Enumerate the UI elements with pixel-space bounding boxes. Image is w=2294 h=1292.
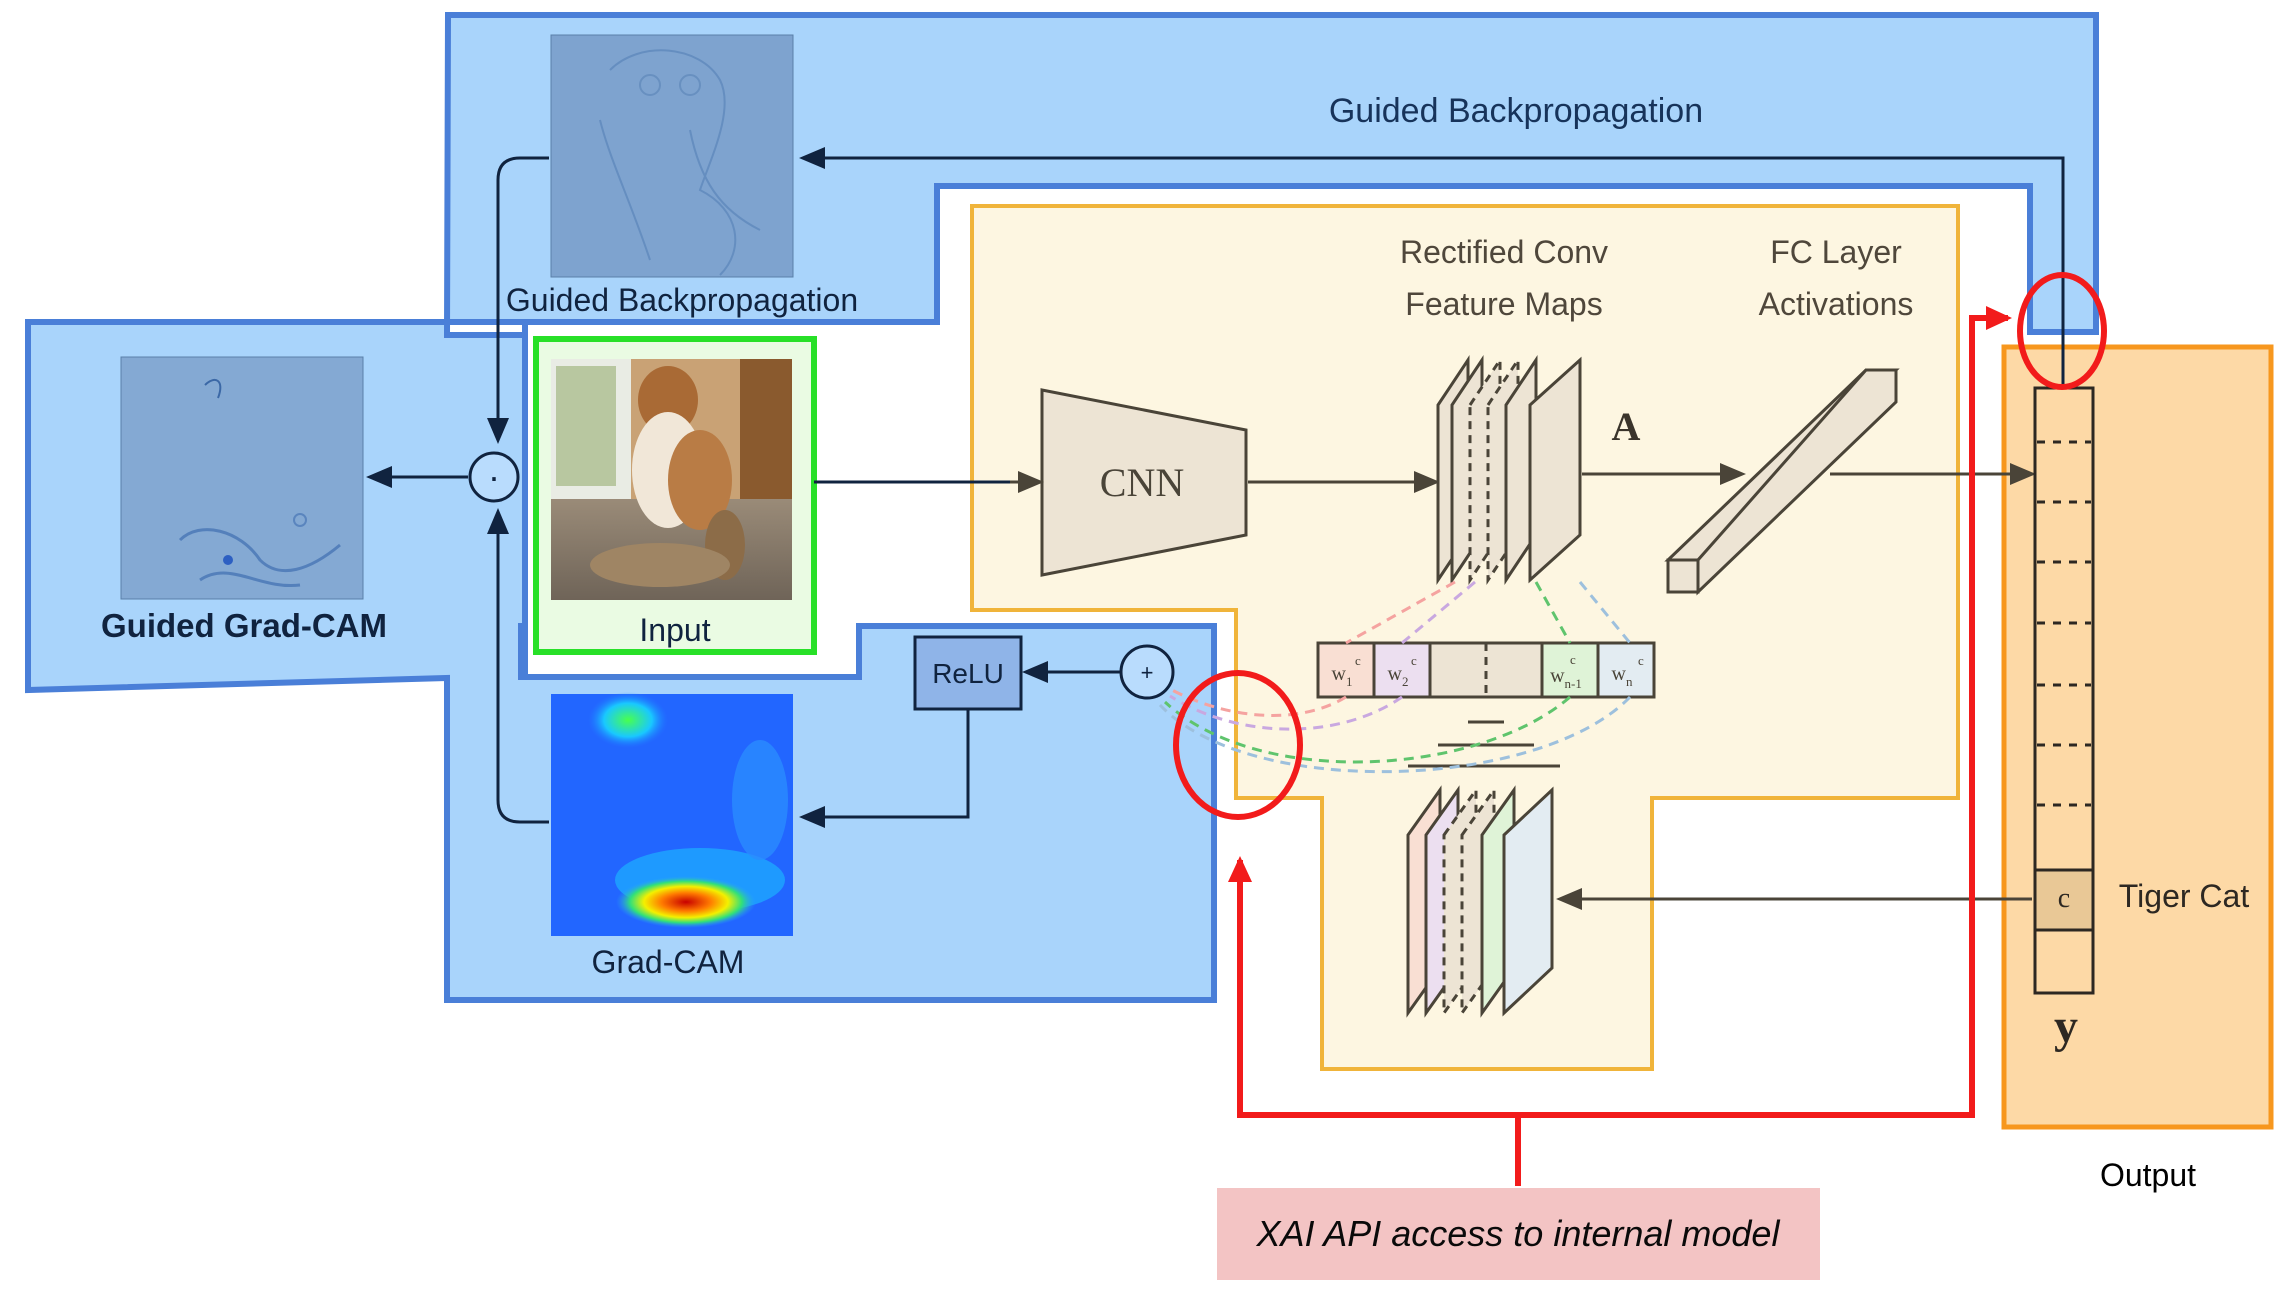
gradient-maps-stack	[1406, 785, 1554, 1018]
rect-conv-label-line2: Feature Maps	[1405, 286, 1602, 322]
weight-n-1: wn-1	[1550, 665, 1582, 691]
y-label: y	[2054, 1000, 2078, 1053]
relu-box	[913, 635, 1023, 711]
a-label: A	[1612, 404, 1641, 449]
weight-n-sup: c	[1638, 653, 1644, 668]
rect-conv-label-line1: Rectified Conv	[1400, 234, 1608, 270]
guided-backprop-image	[550, 34, 794, 278]
output-vector	[2033, 386, 2095, 995]
input-caption: Input	[639, 612, 710, 648]
fc-layer-label-line1: FC Layer	[1770, 234, 1902, 270]
weight-n: wn	[1612, 663, 1633, 689]
fc-layer-label-line2: Activations	[1759, 286, 1914, 322]
weight-2-sup: c	[1411, 653, 1417, 668]
xai-api-label: XAI API access to internal model	[1256, 1213, 1781, 1254]
relu-label: ReLU	[932, 658, 1004, 689]
output-caption: Output	[2100, 1157, 2196, 1193]
guided-backprop-title: Guided Backpropagation	[1329, 92, 1703, 130]
guided-backprop-caption: Guided Backpropagation	[506, 282, 858, 318]
guided-gradcam-image	[120, 356, 364, 600]
yellow-model-region	[970, 204, 1960, 1071]
weight-1-sup: c	[1355, 653, 1361, 668]
weight-1: w1	[1332, 663, 1353, 689]
gradcam-heatmap-image	[551, 692, 793, 936]
gradient-bars	[1408, 720, 1560, 768]
weight-2: w2	[1388, 663, 1409, 689]
xai-access-lines	[1228, 306, 2012, 1186]
input-photo	[551, 359, 792, 600]
dot-product-symbol: ·	[488, 456, 500, 497]
cnn-block	[1040, 388, 1248, 577]
feature-maps-stack	[1436, 355, 1582, 585]
red-circle-output	[2017, 272, 2107, 390]
tiger-cat-label: Tiger Cat	[2119, 878, 2250, 914]
dot-product-node	[468, 451, 520, 503]
xai-api-box	[1217, 1188, 1820, 1280]
guided-gradcam-caption: Guided Grad-CAM	[101, 607, 387, 644]
sum-node	[1119, 644, 1175, 700]
sum-symbol: +	[1141, 660, 1154, 685]
blue-border-inner	[522, 183, 2033, 680]
gradcam-caption: Grad-CAM	[592, 944, 745, 980]
blue-region-arrows	[366, 147, 2065, 828]
weight-labels: w1 c w2 c wn-1 c wn c	[1332, 652, 1644, 691]
maps-to-weights-dashes	[1345, 580, 1632, 645]
weights-bar	[1316, 641, 1656, 699]
weight-n-1-sup: c	[1570, 652, 1576, 667]
fc-layer-block	[1664, 368, 1900, 596]
red-circle-gradients	[1173, 670, 1303, 820]
class-c-label: c	[2058, 883, 2070, 914]
cnn-label: CNN	[1100, 460, 1184, 505]
